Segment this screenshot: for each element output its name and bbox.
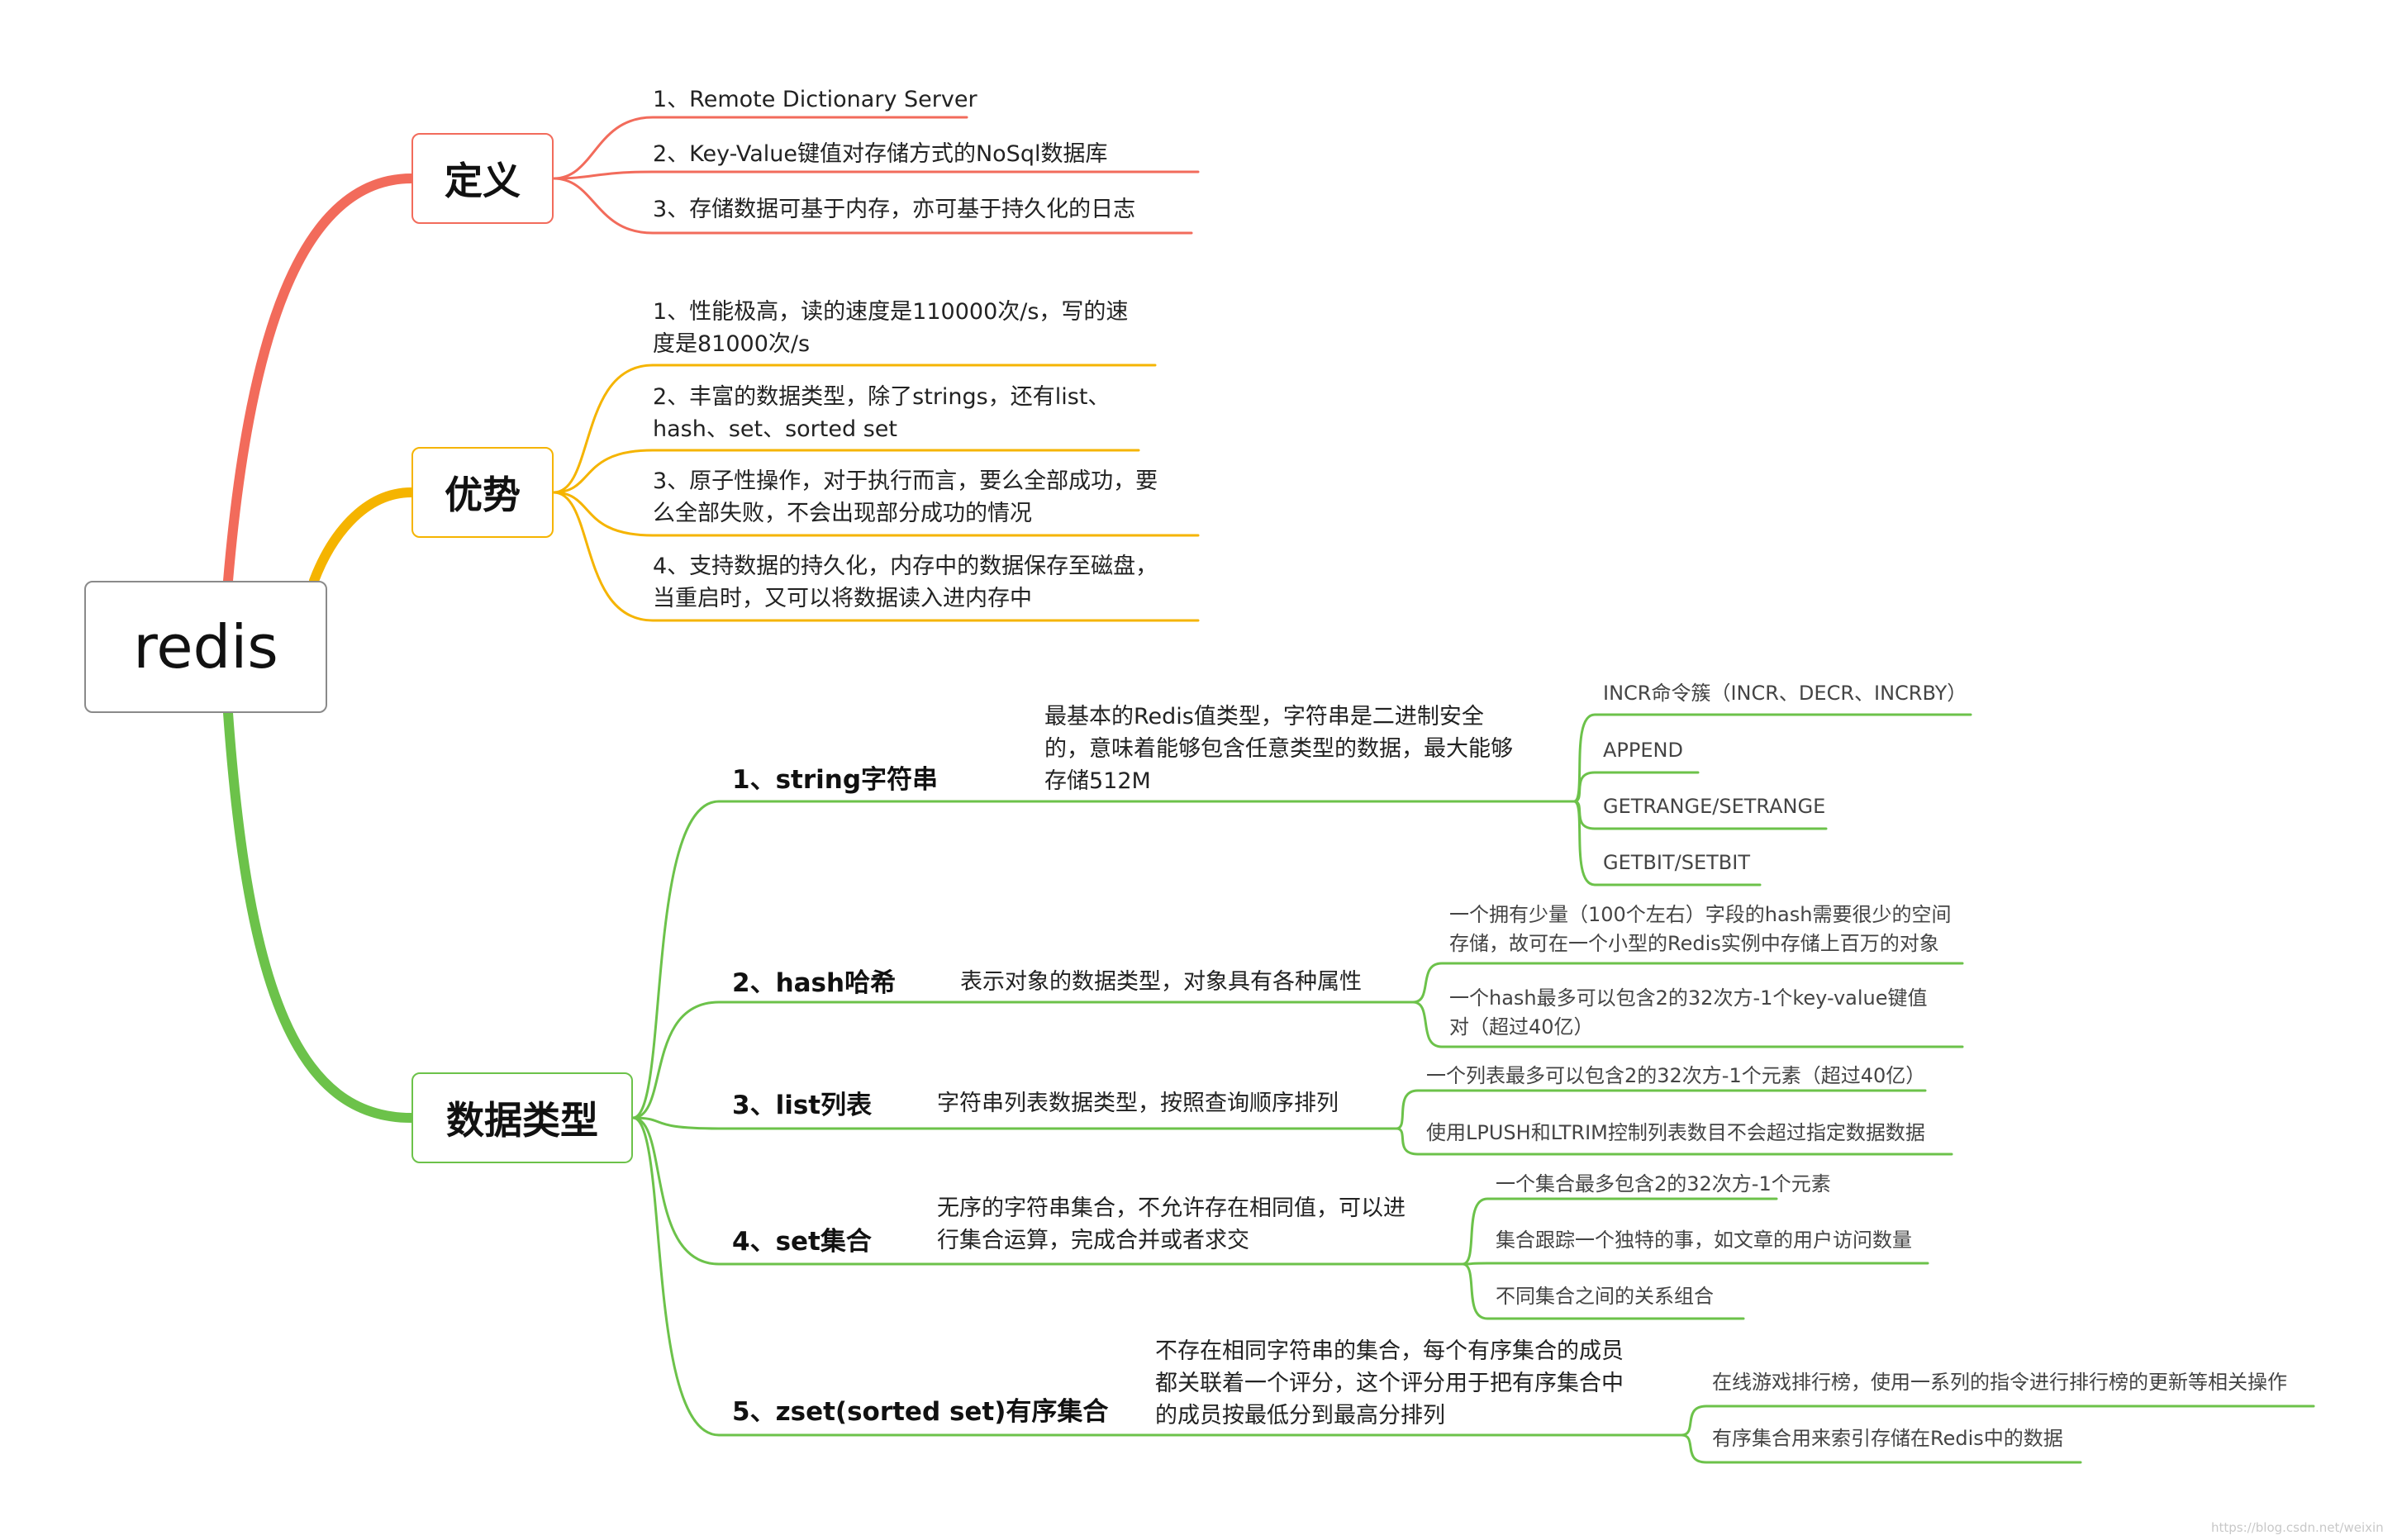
advantage-connector [552,491,1200,622]
detail-item: 有序集合用来索引存储在Redis中的数据 [1712,1427,2063,1450]
detail-connector [1411,1001,1964,1048]
detail-item: GETRANGE/SETRANGE [1603,795,1826,818]
datatype-desc: 最基本的Redis值类型，字符串是二进制安全的，意味着能够包含任意类型的数据，最… [1044,704,1513,795]
datatype-connector [631,1116,1398,1130]
definition-connector [552,177,1193,235]
advantages-node[interactable]: 优势 [411,447,554,538]
branch-datatypes [223,708,416,1123]
detail-connector [1395,1127,1953,1156]
datatype-set[interactable]: 4、set集合 [732,1227,872,1257]
detail-item: 在线游戏排行榜，使用一系列的指令进行排行榜的更新等相关操作 [1712,1371,2287,1394]
datatypes-label: 数据类型 [446,1098,598,1143]
detail-item: 一个hash最多可以包含2的32次方-1个key-value键值对（超过40亿） [1449,986,1928,1039]
advantages-label: 优势 [445,473,521,517]
advantage-item: 4、支持数据的持久化，内存中的数据保存至磁盘，当重启时，又可以将数据读入进内存中 [653,554,1158,612]
detail-item: 一个集合最多包含2的32次方-1个元素 [1496,1172,1831,1195]
detail-connector [1680,1433,2082,1464]
detail-item: 集合跟踪一个独特的事，如文章的用户访问数量 [1496,1229,1912,1252]
detail-item: APPEND [1603,739,1683,762]
detail-connector [1395,1089,1927,1130]
datatype-zset[interactable]: 5、zset(sorted set)有序集合 [732,1397,1109,1427]
definition-connector [552,116,968,180]
root-label: redis [133,612,278,682]
datatype-string[interactable]: 1、string字符串 [732,765,939,795]
datatype-desc: 表示对象的数据类型，对象具有各种属性 [960,969,1362,995]
datatype-list[interactable]: 3、list列表 [732,1091,873,1120]
datatype-connector [631,1116,1464,1266]
branch-advantages [309,487,416,586]
definition-node[interactable]: 定义 [411,133,554,224]
detail-connector [1572,713,1972,803]
datatypes-node[interactable]: 数据类型 [411,1072,633,1163]
advantage-connector [552,364,1157,494]
datatype-desc: 无序的字符串集合，不允许存在相同值，可以进行集合运算，完成合并或者求交 [937,1195,1406,1254]
detail-connector [1411,962,1964,1004]
root-node[interactable]: redis [84,581,327,713]
detail-connector [1572,771,1700,803]
detail-item: 一个拥有少量（100个左右）字段的hash需要很少的空间存储，故可在一个小型的R… [1449,903,1952,955]
definition-item: 3、存储数据可基于内存，亦可基于持久化的日志 [653,197,1136,222]
definition-label: 定义 [445,159,521,203]
detail-connector [1572,800,1762,886]
datatype-connector [631,800,1576,1119]
advantage-item: 3、原子性操作，对于执行而言，要么全部成功，要么全部失败，不会出现部分成功的情况 [653,468,1158,527]
detail-item: 使用LPUSH和LTRIM控制列表数目不会超过指定数据数据 [1426,1121,1925,1144]
datatype-desc: 字符串列表数据类型，按照查询顺序排列 [937,1091,1339,1116]
detail-item: 一个列表最多可以包含2的32次方-1个元素（超过40亿） [1426,1064,1926,1087]
datatype-connector [631,1116,1683,1437]
branch-definition [223,173,416,586]
detail-item: GETBIT/SETBIT [1603,851,1750,874]
definition-connector [552,170,1200,180]
detail-connector [1461,1262,1745,1320]
watermark: https://blog.csdn.net/weixin_xyz [2211,1520,2383,1535]
detail-connector [1461,1262,1929,1266]
advantage-connector [552,491,1200,537]
definition-item: 1、Remote Dictionary Server [653,87,977,112]
advantage-item: 2、丰富的数据类型，除了strings，还有list、hash、set、sort… [653,384,1111,443]
detail-connector [1461,1197,1778,1266]
detail-connector [1680,1405,2315,1437]
datatype-hash[interactable]: 2、hash哈希 [732,968,897,998]
definition-item: 2、Key-Value键值对存储方式的NoSql数据库 [653,141,1108,167]
advantage-item: 1、性能极高，读的速度是110000次/s，写的速度是81000次/s [653,299,1129,358]
datatype-desc: 不存在相同字符串的集合，每个有序集合的成员都关联着一个评分，这个评分用于把有序集… [1155,1338,1624,1429]
detail-item: INCR命令簇（INCR、DECR、INCRBY） [1603,682,1967,705]
advantage-connector [552,449,1140,494]
detail-item: 不同集合之间的关系组合 [1496,1285,1714,1308]
datatype-connector [631,1001,1415,1119]
